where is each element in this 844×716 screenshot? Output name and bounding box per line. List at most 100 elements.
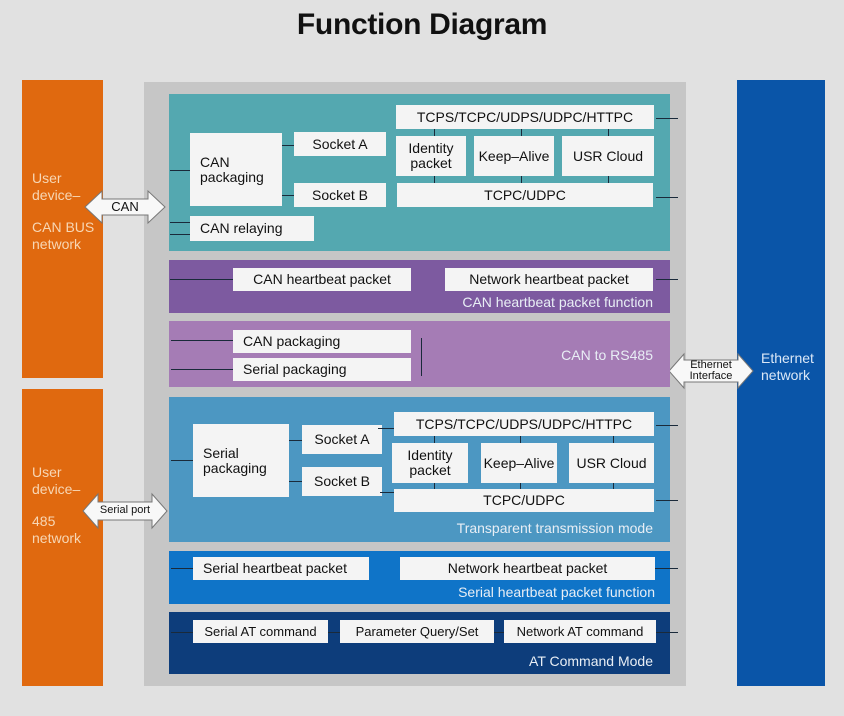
connector-line: [434, 436, 435, 443]
ethernet-network: Ethernet network: [737, 80, 825, 686]
label-line: Serial: [203, 444, 239, 461]
connector-line: [520, 436, 521, 443]
connector-line: [171, 568, 193, 569]
connector-line: [494, 632, 504, 633]
connector-line: [656, 197, 678, 198]
transparent-mode-caption: Transparent transmission mode: [456, 520, 653, 536]
network-heartbeat-packet-box: Network heartbeat packet: [445, 268, 653, 291]
connector-line: [170, 234, 190, 235]
connector-line: [656, 279, 678, 280]
double-arrow-icon: [84, 189, 166, 225]
label-line: Identity: [407, 447, 453, 463]
serial-heartbeat-packet-box: Serial heartbeat packet: [193, 557, 369, 580]
connector-line: [171, 340, 233, 341]
can-socket-b-box: Socket B: [294, 183, 386, 207]
connector-line: [608, 176, 609, 183]
label-line: device–: [32, 481, 81, 497]
label-line: network: [761, 367, 811, 383]
can-socket-a-box: Socket A: [294, 132, 386, 156]
serial-at-command-box: Serial AT command: [193, 620, 328, 643]
connector-line: [434, 483, 435, 489]
serial-port-label: Serial port: [99, 504, 151, 516]
can-interface-label: CAN: [111, 199, 139, 214]
user-device-485: User device– 485 network: [22, 389, 103, 686]
at-command-caption: AT Command Mode: [529, 653, 653, 669]
serial-identity-packet-box: Identity packet: [392, 443, 468, 483]
label-line: CAN BUS: [32, 219, 95, 235]
connector-line: [171, 460, 193, 461]
serial-packaging-box: Serial packaging: [193, 424, 289, 497]
connector-line: [608, 129, 609, 136]
label-line: packaging: [200, 168, 264, 185]
user-device-can-bus: User device– CAN BUS network: [22, 80, 103, 378]
serial-packaging-box-2: Serial packaging: [233, 358, 411, 381]
connector-line: [656, 118, 678, 119]
double-arrow-icon: [82, 492, 168, 530]
double-arrow-icon: [668, 352, 754, 390]
can-to-rs485-caption: CAN to RS485: [561, 347, 653, 363]
connector-line: [613, 483, 614, 489]
label-line: packaging: [203, 459, 267, 476]
connector-line: [656, 632, 678, 633]
label-line: device–: [32, 187, 81, 203]
can-heartbeat-packet-box: CAN heartbeat packet: [233, 268, 411, 291]
label-line: User: [32, 170, 62, 186]
connector-line: [613, 436, 614, 443]
connector-line: [170, 170, 190, 171]
label-line: packet: [410, 155, 452, 171]
serial-tcpc-udpc-box: TCPC/UDPC: [394, 489, 654, 512]
connector-line: [655, 568, 678, 569]
can-protocols-box: TCPS/TCPC/UDPS/UDPC/HTTPC: [396, 105, 654, 129]
can-relaying-box: CAN relaying: [190, 216, 314, 241]
label-line: CAN: [200, 153, 230, 170]
serial-keepalive-box: Keep–Alive: [481, 443, 557, 483]
label-line: packet: [409, 462, 451, 478]
network-at-command-box: Network AT command: [504, 620, 656, 643]
connector-line: [656, 425, 678, 426]
connector-line: [656, 500, 678, 501]
connector-line: [170, 222, 190, 223]
serial-heartbeat-caption: Serial heartbeat packet function: [458, 584, 655, 600]
label-line: 485: [32, 513, 56, 529]
label-line: network: [32, 530, 82, 546]
can-identity-packet-box: Identity packet: [396, 136, 466, 176]
label-line: Ethernet: [761, 350, 814, 366]
can-packaging-box-2: CAN packaging: [233, 330, 411, 353]
connector-line: [328, 632, 340, 633]
connector-line: [421, 338, 422, 376]
serial-protocols-box: TCPS/TCPC/UDPS/UDPC/HTTPC: [394, 412, 654, 436]
serial-network-heartbeat-packet-box: Network heartbeat packet: [400, 557, 655, 580]
connector-line: [289, 481, 302, 482]
label-line: network: [32, 236, 82, 252]
connector-line: [282, 195, 294, 196]
ethernet-interface-arrow: Ethernet Interface: [668, 352, 754, 390]
can-tcpc-udpc-box: TCPC/UDPC: [397, 183, 653, 207]
ethernet-interface-label-2: Interface: [689, 370, 733, 382]
serial-socket-a-box: Socket A: [302, 425, 382, 454]
connector-line: [282, 145, 294, 146]
label-line: User: [32, 464, 62, 480]
connector-line: [520, 483, 521, 489]
connector-line: [170, 279, 233, 280]
parameter-query-set-box: Parameter Query/Set: [340, 620, 494, 643]
serial-socket-b-box: Socket B: [302, 467, 382, 496]
can-packaging-box: CAN packaging: [190, 133, 282, 206]
serial-usr-cloud-box: USR Cloud: [569, 443, 654, 483]
connector-line: [380, 492, 394, 493]
connector-line: [521, 129, 522, 136]
label-line: Identity: [408, 140, 454, 156]
can-heartbeat-caption: CAN heartbeat packet function: [462, 294, 653, 310]
connector-line: [289, 440, 302, 441]
can-usr-cloud-box: USR Cloud: [562, 136, 654, 176]
connector-line: [171, 632, 193, 633]
can-keepalive-box: Keep–Alive: [474, 136, 554, 176]
ethernet-interface-label-1: Ethernet: [690, 359, 732, 371]
connector-line: [378, 428, 394, 429]
diagram-title: Function Diagram: [296, 8, 548, 41]
connector-line: [434, 176, 435, 183]
can-interface-arrow: CAN: [84, 189, 166, 225]
serial-port-arrow: Serial port: [82, 492, 168, 530]
connector-line: [434, 129, 435, 136]
connector-line: [171, 369, 233, 370]
connector-line: [521, 176, 522, 183]
